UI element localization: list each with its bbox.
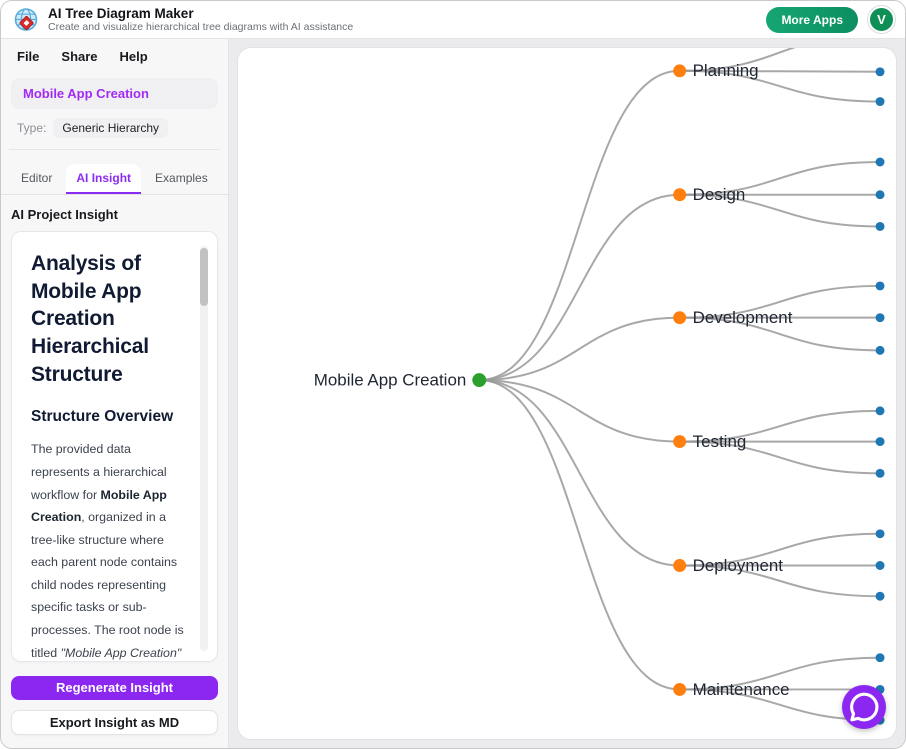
app-title: AI Tree Diagram Maker <box>48 5 194 21</box>
tree-nodes <box>472 64 885 725</box>
branch-node-planning[interactable] <box>673 64 687 78</box>
branch-node-testing[interactable] <box>673 435 687 449</box>
child-node-deployment-2[interactable] <box>875 591 885 601</box>
app-subtitle: Create and visualize hierarchical tree d… <box>48 21 354 34</box>
child-node-deployment-0[interactable] <box>875 529 885 539</box>
edge-development-child-2 <box>679 316 881 352</box>
tab-editor[interactable]: Editor <box>11 164 62 194</box>
edge-root-maintenance <box>479 379 680 691</box>
branch-label-maintenance[interactable]: Maintenance <box>693 680 790 699</box>
chat-bubble-icon <box>850 692 879 722</box>
root-label[interactable]: Mobile App Creation <box>314 371 467 390</box>
paragraph-italic-text: "Mobile App Creation" <box>60 645 182 660</box>
project-name[interactable]: Mobile App Creation <box>11 78 218 109</box>
tree-labels: PlanningDesignDevelopmentTestingDeployme… <box>314 61 793 699</box>
chat-fab-button[interactable] <box>842 685 886 729</box>
branch-node-deployment[interactable] <box>673 559 687 572</box>
edge-design-child-0 <box>679 161 881 196</box>
project-type-row: Type: Generic Hierarchy <box>1 109 228 149</box>
child-node-development-2[interactable] <box>875 345 885 355</box>
edge-root-design <box>479 193 680 382</box>
insight-scrollbar-thumb[interactable] <box>200 247 208 306</box>
tabbar: Editor AI Insight Examples Settings <box>1 150 275 195</box>
insight-scrollbar-track <box>200 245 208 651</box>
edge-root-testing <box>479 379 680 443</box>
sidebar: File Share Help Mobile App Creation Type… <box>1 39 275 748</box>
child-node-maintenance-0[interactable] <box>875 653 885 663</box>
insight-doc-title: Analysis of Mobile App Creation Hierarch… <box>31 251 149 386</box>
paragraph-bold-text: Mobile App Creation <box>31 487 167 525</box>
root-node[interactable] <box>472 373 487 388</box>
insight-paragraph: The provided data represents a hierarchi… <box>31 438 187 660</box>
edge-design-child-2 <box>679 193 881 228</box>
insight-card: Analysis of Mobile App Creation Hierarch… <box>11 230 218 662</box>
edge-root-deployment <box>479 379 680 567</box>
child-node-testing-0[interactable] <box>875 406 885 416</box>
child-node-design-1[interactable] <box>875 190 885 200</box>
branch-label-planning[interactable]: Planning <box>693 61 759 80</box>
user-avatar[interactable]: V <box>868 6 895 33</box>
app-logo-globe-icon <box>13 7 39 33</box>
child-node-testing-2[interactable] <box>875 468 885 478</box>
child-node-development-1[interactable] <box>875 313 885 323</box>
menu-help[interactable]: Help <box>119 49 148 64</box>
menu-share[interactable]: Share <box>61 49 98 64</box>
sidebar-divider <box>9 149 220 150</box>
branch-label-testing[interactable]: Testing <box>693 432 747 451</box>
child-node-deployment-1[interactable] <box>875 561 885 570</box>
edge-testing-child-0 <box>679 409 881 443</box>
edge-planning-child-0 <box>679 48 796 72</box>
menubar: File Share Help <box>1 39 228 72</box>
edge-planning-child-2 <box>679 69 881 103</box>
more-apps-button[interactable]: More Apps <box>766 6 858 33</box>
child-node-testing-1[interactable] <box>875 437 885 447</box>
branch-label-deployment[interactable]: Deployment <box>693 556 784 575</box>
edge-testing-child-2 <box>679 440 881 475</box>
insight-overview-heading: Structure Overview <box>31 408 174 426</box>
branch-label-design[interactable]: Design <box>693 185 746 204</box>
edge-deployment-child-0 <box>679 532 881 567</box>
edge-deployment-child-2 <box>679 564 881 598</box>
child-node-design-2[interactable] <box>875 221 885 231</box>
tab-ai-insight[interactable]: AI Insight <box>66 163 142 194</box>
header-title-block: AI Tree Diagram Maker Create and visuali… <box>48 6 766 34</box>
tab-examples[interactable]: Examples <box>145 164 218 194</box>
edge-root-development <box>479 316 680 382</box>
menu-file[interactable]: File <box>17 49 40 64</box>
child-node-design-0[interactable] <box>875 157 885 167</box>
branch-node-design[interactable] <box>673 188 687 202</box>
content-area: File Share Help Mobile App Creation Type… <box>1 39 905 748</box>
tree-diagram[interactable]: PlanningDesignDevelopmentTestingDeployme… <box>238 48 896 739</box>
insight-section-title: AI Project Insight <box>11 206 118 222</box>
paragraph-text: , organized in a tree-like structure whe… <box>31 510 184 660</box>
child-node-planning-1[interactable] <box>875 67 885 77</box>
branch-node-development[interactable] <box>673 311 687 325</box>
edge-maintenance-child-0 <box>679 656 881 691</box>
child-node-development-0[interactable] <box>875 281 885 291</box>
branch-node-maintenance[interactable] <box>673 682 687 696</box>
edge-development-child-0 <box>679 284 881 319</box>
type-value: Generic Hierarchy <box>53 118 169 138</box>
app-header: AI Tree Diagram Maker Create and visuali… <box>1 1 905 39</box>
export-insight-button[interactable]: Export Insight as MD <box>11 710 218 735</box>
type-label: Type: <box>17 121 47 135</box>
child-node-planning-2[interactable] <box>875 97 885 106</box>
regenerate-insight-button[interactable]: Regenerate Insight <box>11 675 218 701</box>
paragraph-text: The provided data represents a hierarchi… <box>31 442 167 502</box>
edge-planning-child-1 <box>679 69 881 73</box>
edge-root-planning <box>479 69 680 382</box>
tree-edges <box>479 48 881 722</box>
branch-label-development[interactable]: Development <box>693 308 793 327</box>
